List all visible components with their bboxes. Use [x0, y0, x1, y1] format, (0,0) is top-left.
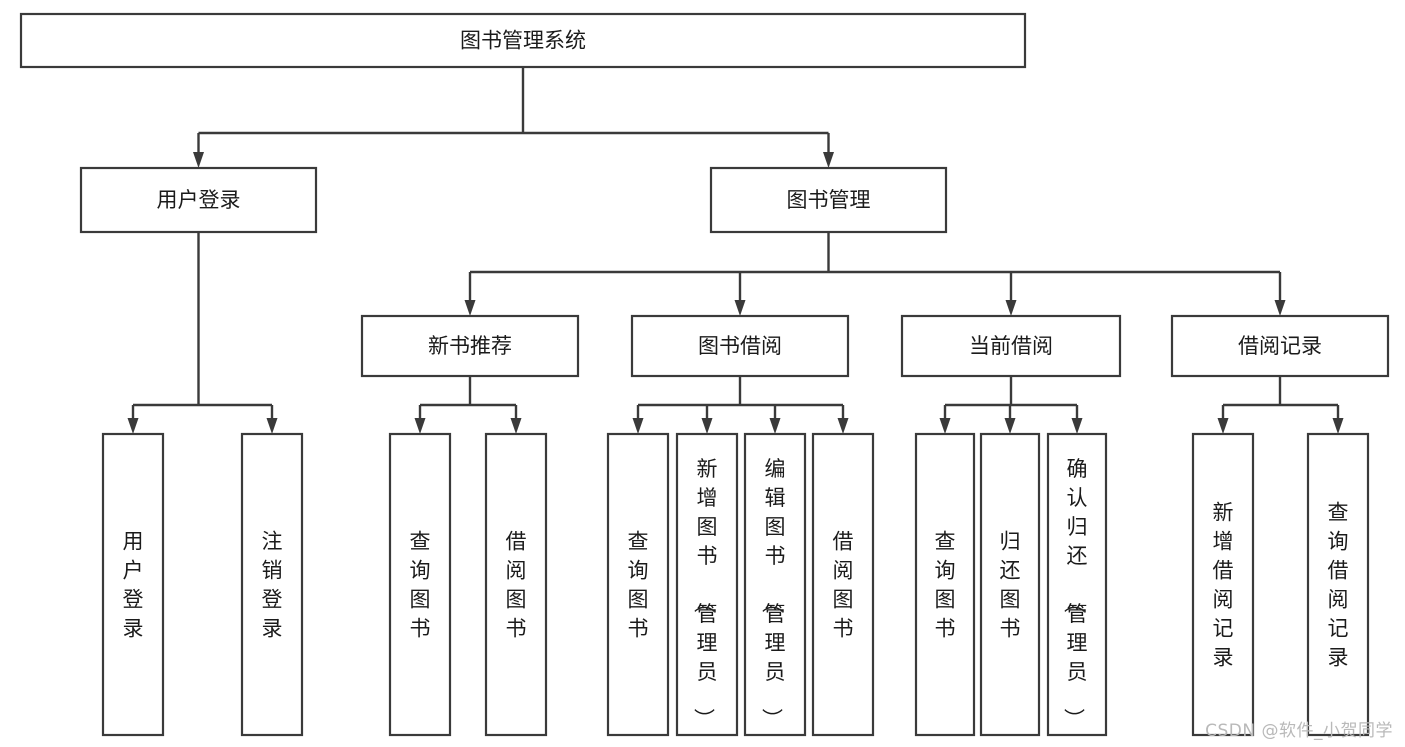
node-l3-图书借阅-box[interactable]	[630, 314, 850, 378]
node-leaf-1-注销登录-label: 注销登录	[262, 530, 283, 641]
node-l3-新书推荐[interactable]: 新书推荐	[360, 314, 580, 378]
node-l2-图书管理-label: 图书管理	[787, 188, 871, 212]
node-leaf-3-借阅图书-box[interactable]	[484, 432, 548, 737]
node-layer: 图书管理系统用户登录图书管理新书推荐图书借阅当前借阅借阅记录用户登录注销登录查询…	[19, 12, 1390, 737]
node-leaf-7-借阅图书[interactable]: 借阅图书	[811, 432, 875, 737]
node-leaf-3-借阅图书[interactable]: 借阅图书	[484, 432, 548, 737]
node-l3-新书推荐-box[interactable]	[360, 314, 580, 378]
node-l2-图书管理[interactable]: 图书管理	[709, 166, 948, 234]
node-l3-当前借阅[interactable]: 当前借阅	[900, 314, 1122, 378]
node-l3-当前借阅-label: 当前借阅	[969, 334, 1053, 358]
node-leaf-10-确认归还管理员[interactable]: 确认归还（管理员）	[1046, 432, 1108, 737]
arrow-head-icon	[127, 418, 139, 434]
arrow-head-icon	[464, 300, 476, 316]
connector-layer	[127, 67, 1344, 434]
arrow-head-icon	[632, 418, 644, 434]
node-leaf-0-用户登录-box[interactable]	[101, 432, 165, 737]
node-leaf-8-查询图书-box[interactable]	[914, 432, 976, 737]
arrow-head-icon	[1332, 418, 1344, 434]
node-l2-图书管理-box[interactable]	[709, 166, 948, 234]
node-leaf-4-查询图书-label: 查询图书	[628, 530, 649, 641]
arrow-head-icon	[193, 152, 204, 168]
connector-group	[939, 376, 1083, 434]
node-leaf-6-编辑图书管理员-label: 编辑图书（管理员）	[760, 457, 786, 729]
node-leaf-0-用户登录[interactable]: 用户登录	[101, 432, 165, 737]
node-l2-用户登录[interactable]: 用户登录	[79, 166, 318, 234]
arrow-head-icon	[837, 418, 849, 434]
connector-group	[193, 67, 834, 168]
node-leaf-9-归还图书-box[interactable]	[979, 432, 1041, 737]
connector-group	[414, 376, 522, 434]
node-leaf-1-注销登录-box[interactable]	[240, 432, 304, 737]
node-leaf-10-确认归还管理员-label: 确认归还（管理员）	[1062, 457, 1088, 729]
node-l3-当前借阅-box[interactable]	[900, 314, 1122, 378]
node-leaf-5-新增图书管理员[interactable]: 新增图书（管理员）	[675, 432, 739, 737]
node-leaf-9-归还图书[interactable]: 归还图书	[979, 432, 1041, 737]
csdn-watermark: CSDN @软件_小贺同学	[1205, 721, 1393, 741]
node-leaf-2-查询图书-label: 查询图书	[410, 530, 431, 641]
connector-group	[127, 232, 278, 434]
arrow-head-icon	[823, 152, 834, 168]
node-leaf-3-借阅图书-label: 借阅图书	[506, 530, 527, 641]
node-leaf-9-归还图书-label: 归还图书	[1000, 530, 1021, 641]
arrow-head-icon	[414, 418, 426, 434]
node-leaf-4-查询图书[interactable]: 查询图书	[606, 432, 670, 737]
node-l3-图书借阅-label: 图书借阅	[698, 334, 782, 358]
arrow-head-icon	[1005, 300, 1017, 316]
node-leaf-11-新增借阅记录[interactable]: 新增借阅记录	[1191, 432, 1255, 737]
node-l2-用户登录-label: 用户登录	[157, 188, 241, 212]
node-leaf-12-查询借阅记录-label: 查询借阅记录	[1328, 501, 1349, 670]
node-leaf-2-查询图书[interactable]: 查询图书	[388, 432, 452, 737]
connector-group	[464, 232, 1286, 316]
node-leaf-4-查询图书-box[interactable]	[606, 432, 670, 737]
node-l2-用户登录-box[interactable]	[79, 166, 318, 234]
node-l3-借阅记录-label: 借阅记录	[1238, 334, 1322, 358]
node-leaf-2-查询图书-box[interactable]	[388, 432, 452, 737]
node-l3-新书推荐-label: 新书推荐	[428, 334, 512, 358]
node-root-图书管理系统-box[interactable]	[19, 12, 1027, 69]
node-leaf-7-借阅图书-box[interactable]	[811, 432, 875, 737]
node-leaf-12-查询借阅记录-box[interactable]	[1306, 432, 1370, 737]
node-leaf-6-编辑图书管理员-box[interactable]	[743, 432, 807, 737]
node-leaf-8-查询图书[interactable]: 查询图书	[914, 432, 976, 737]
connector-group	[632, 376, 849, 434]
node-leaf-6-编辑图书管理员[interactable]: 编辑图书（管理员）	[743, 432, 807, 737]
node-leaf-5-新增图书管理员-box[interactable]	[675, 432, 739, 737]
arrow-head-icon	[1004, 418, 1016, 434]
node-leaf-8-查询图书-label: 查询图书	[935, 530, 956, 641]
arrow-head-icon	[1217, 418, 1229, 434]
node-l3-图书借阅[interactable]: 图书借阅	[630, 314, 850, 378]
node-root-图书管理系统[interactable]: 图书管理系统	[19, 12, 1027, 69]
arrow-head-icon	[266, 418, 278, 434]
arrow-head-icon	[701, 418, 713, 434]
arrow-head-icon	[510, 418, 522, 434]
node-leaf-5-新增图书管理员-label: 新增图书（管理员）	[692, 457, 718, 729]
connector-group	[1217, 376, 1344, 434]
node-root-图书管理系统-label: 图书管理系统	[460, 29, 586, 53]
arrow-head-icon	[734, 300, 746, 316]
node-leaf-7-借阅图书-label: 借阅图书	[833, 530, 854, 641]
node-leaf-11-新增借阅记录-box[interactable]	[1191, 432, 1255, 737]
node-l3-借阅记录-box[interactable]	[1170, 314, 1390, 378]
node-leaf-10-确认归还管理员-box[interactable]	[1046, 432, 1108, 737]
node-leaf-1-注销登录[interactable]: 注销登录	[240, 432, 304, 737]
node-leaf-0-用户登录-label: 用户登录	[123, 530, 144, 641]
node-leaf-11-新增借阅记录-label: 新增借阅记录	[1213, 501, 1234, 670]
node-l3-借阅记录[interactable]: 借阅记录	[1170, 314, 1390, 378]
arrow-head-icon	[1274, 300, 1286, 316]
arrow-head-icon	[769, 418, 781, 434]
node-leaf-12-查询借阅记录[interactable]: 查询借阅记录	[1306, 432, 1370, 737]
arrow-head-icon	[1071, 418, 1083, 434]
arrow-head-icon	[939, 418, 951, 434]
